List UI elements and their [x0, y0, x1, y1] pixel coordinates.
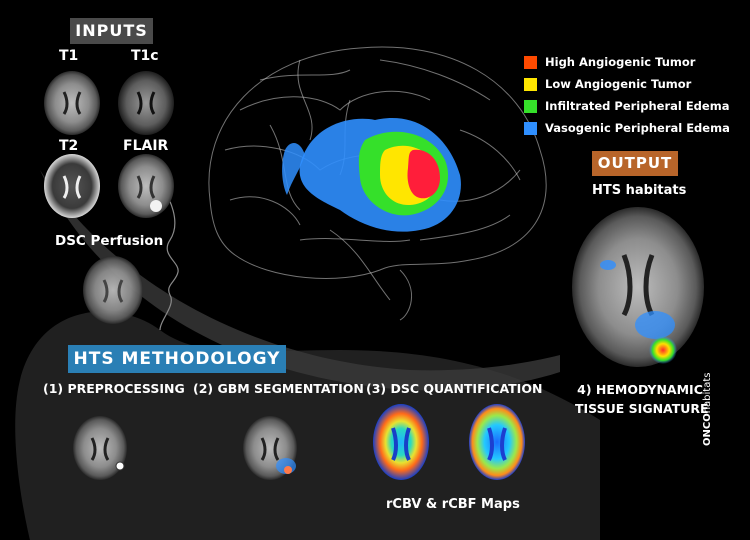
- label-t1: T1: [59, 48, 79, 64]
- label-flair: FLAIR: [123, 138, 169, 154]
- tumor-habitats-3d: [282, 118, 461, 232]
- scan-t1c: [118, 71, 174, 135]
- maps-caption: rCBV & rCBF Maps: [386, 497, 520, 512]
- step-gbm-segmentation: (2) GBM SEGMENTATION: [193, 381, 364, 396]
- habitat-legend: High Angiogenic Tumor Low Angiogenic Tum…: [524, 51, 739, 139]
- step-dsc-quantification: (3) DSC QUANTIFICATION: [366, 381, 543, 396]
- legend-swatch-high: [524, 55, 537, 69]
- legend-swatch-low: [524, 77, 537, 91]
- legend-swatch-infiltrated: [524, 99, 537, 113]
- step-preprocessing: (1) PREPROCESSING: [43, 381, 185, 396]
- scan-gbm-segmentation: [243, 416, 297, 480]
- step-hemodynamic-line1: 4) HEMODYNAMIC: [577, 382, 703, 397]
- sweep-arrow: [40, 170, 560, 391]
- output-badge: OUTPUT: [592, 151, 678, 176]
- scan-flair: [118, 154, 174, 218]
- label-t2: T2: [59, 138, 79, 154]
- scan-dsc-perfusion: [83, 256, 143, 324]
- brand-light: habitats: [702, 372, 713, 414]
- label-t1c: T1c: [131, 48, 159, 64]
- scan-rcbf-map: [469, 404, 525, 480]
- step-hemodynamic-line2: TISSUE SIGNATURE: [575, 401, 709, 416]
- legend-label: Infiltrated Peripheral Edema: [545, 99, 730, 113]
- legend-item: Low Angiogenic Tumor: [524, 73, 739, 95]
- scan-output-hts: [572, 207, 704, 367]
- brand-logo: ONCOhabitats: [702, 373, 713, 447]
- legend-item: Vasogenic Peripheral Edema: [524, 117, 739, 139]
- legend-label: High Angiogenic Tumor: [545, 55, 696, 69]
- scan-t1: [44, 71, 100, 135]
- inputs-badge: INPUTS: [70, 18, 153, 44]
- scan-t2: [44, 154, 100, 218]
- label-dsc-perfusion: DSC Perfusion: [55, 233, 164, 249]
- brand-bold: ONCO: [702, 413, 713, 446]
- face-outline: [149, 169, 179, 331]
- scan-rcbv-map: [373, 404, 429, 480]
- legend-label: Vasogenic Peripheral Edema: [545, 121, 730, 135]
- legend-label: Low Angiogenic Tumor: [545, 77, 692, 91]
- scan-preprocessing: [73, 416, 127, 480]
- methodology-badge: HTS METHODOLOGY: [68, 345, 286, 373]
- legend-swatch-vasogenic: [524, 121, 537, 135]
- legend-item: Infiltrated Peripheral Edema: [524, 95, 739, 117]
- brain-wireframe: [208, 46, 547, 321]
- legend-item: High Angiogenic Tumor: [524, 51, 739, 73]
- output-subtitle: HTS habitats: [592, 183, 687, 198]
